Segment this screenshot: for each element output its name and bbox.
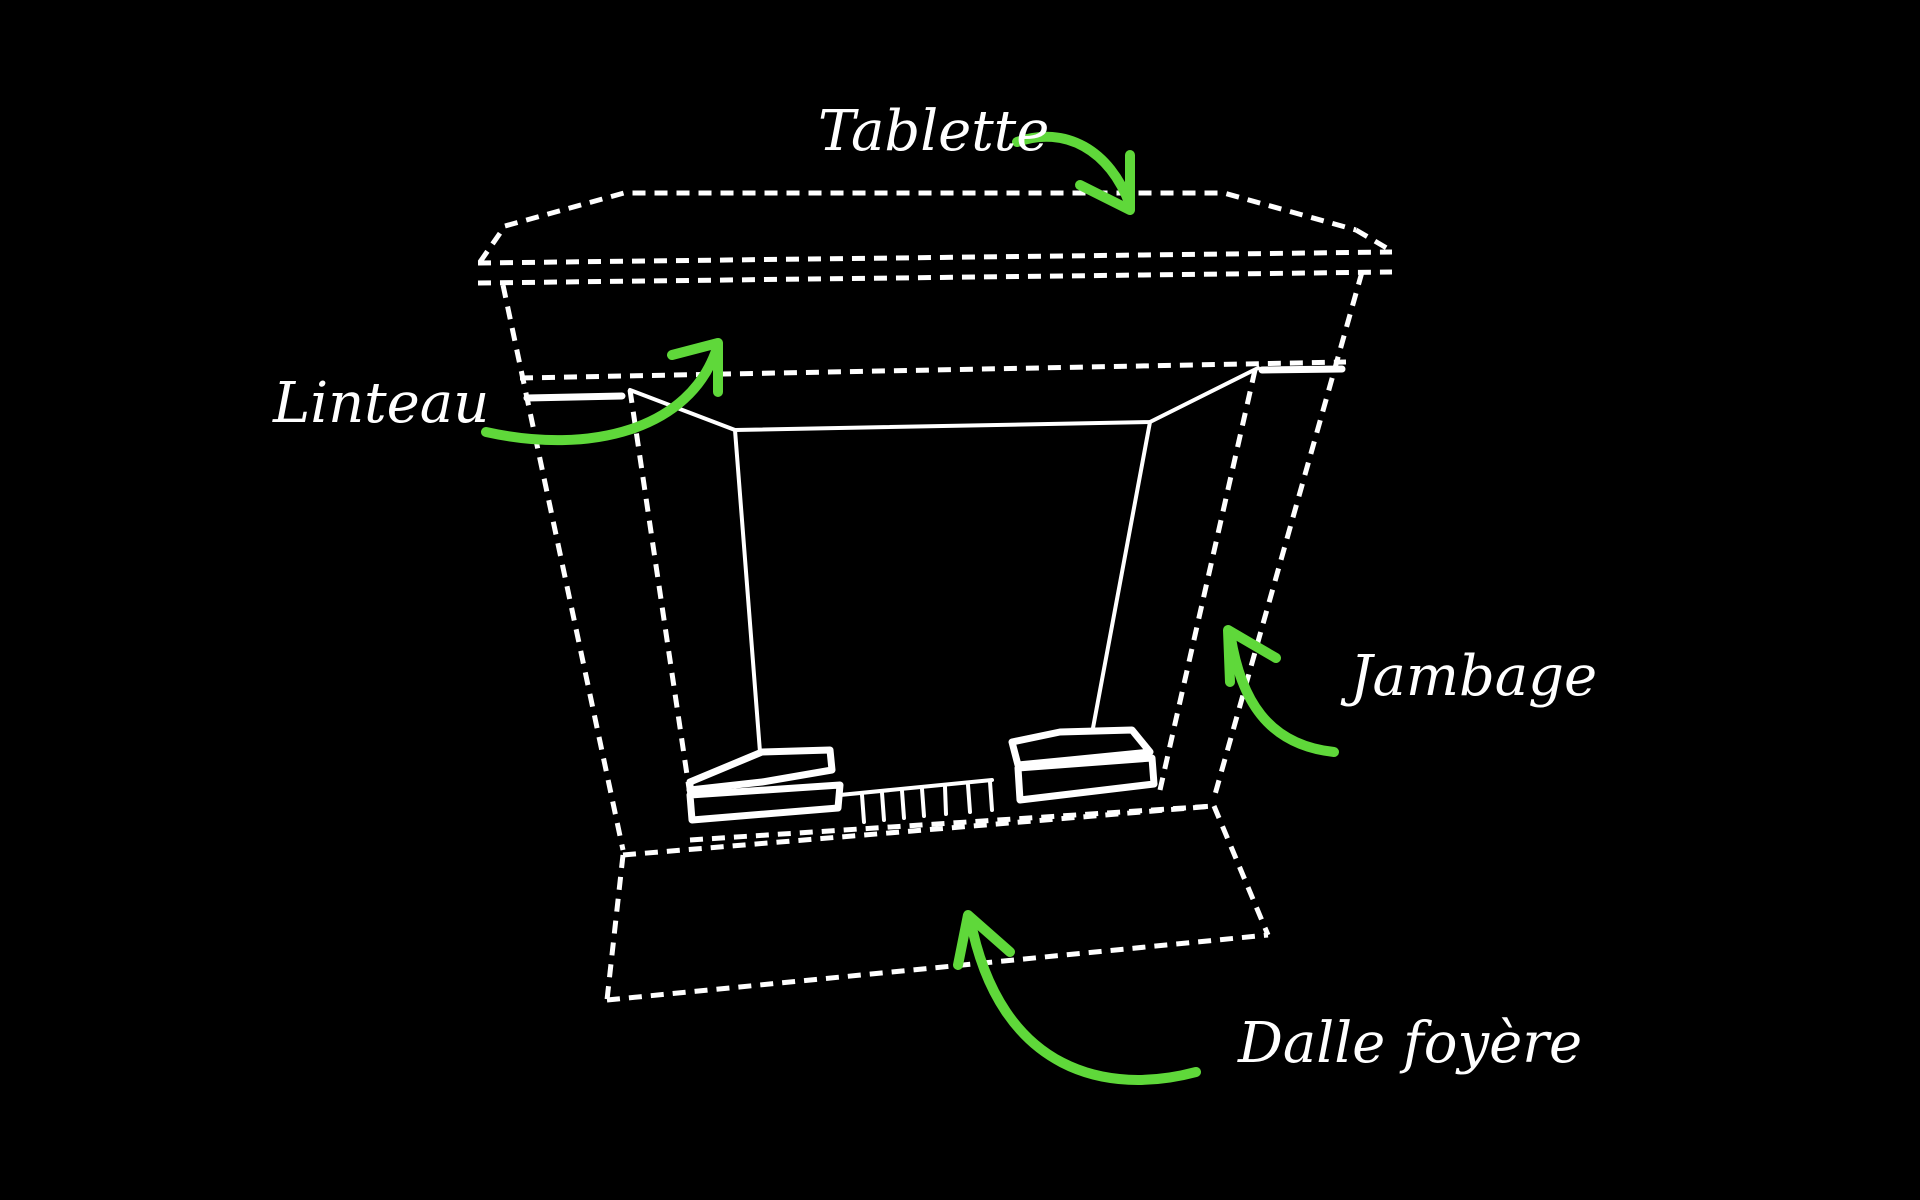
arrow-jambage	[1223, 625, 1339, 757]
arrow-dalle	[953, 910, 1201, 1085]
label-linteau: Linteau	[272, 371, 489, 436]
fire-grate	[838, 778, 994, 824]
arrow-linteau	[481, 338, 723, 446]
fireplace-surround-outline	[500, 271, 1365, 851]
label-jambage: Jambage	[1340, 644, 1597, 709]
arrow-tablette	[1012, 131, 1135, 215]
hearth-slab-outline	[604, 803, 1271, 1003]
fireplace-opening-outline	[627, 369, 1258, 843]
andiron-left	[686, 746, 844, 824]
label-dalle-foyere: Dalle foyère	[1237, 1011, 1582, 1076]
mantel-shelf-outline	[477, 190, 1393, 286]
firebox-outline	[628, 366, 1260, 754]
andiron-right	[1008, 726, 1158, 804]
label-tablette: Tablette	[818, 99, 1049, 164]
lintel-bars	[523, 365, 1346, 402]
